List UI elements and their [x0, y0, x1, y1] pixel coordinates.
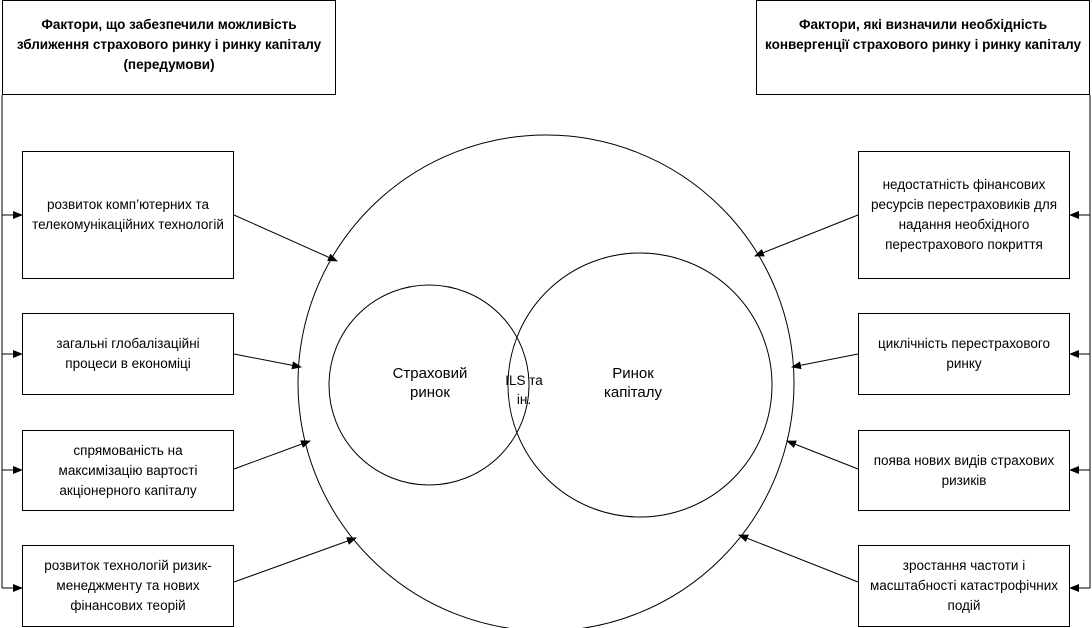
- outer-circle: [297, 134, 795, 628]
- right-factor-text-3: поява нових видів страхових ризиків: [873, 452, 1055, 488]
- right-factor-box-1: недостатність фінансових ресурсів перест…: [858, 151, 1070, 279]
- arrow-left-2: [233, 353, 302, 370]
- right-factor-text-4: зростання частоти і масштабності катастр…: [869, 558, 1059, 613]
- right-factor-text-2: циклічність перестрахового ринку: [878, 336, 1050, 371]
- left-factor-box-4: розвиток технологій ризик-менеджменту та…: [22, 545, 234, 627]
- left-factor-text-4: розвиток технологій ризик-менеджменту та…: [44, 558, 212, 613]
- capital-market-circle: [507, 252, 773, 518]
- arrow-left-4: [233, 537, 357, 583]
- right-header-box: Фактори, які визначили необхідність конв…: [756, 0, 1090, 95]
- left-header-box: Фактори, що забезпечили можливість зближ…: [2, 0, 336, 95]
- left-factor-box-2: загальні глобалізаційні процеси в економ…: [22, 313, 234, 395]
- arrow-left-3: [233, 440, 311, 470]
- arrow-left-1: [233, 214, 338, 262]
- arrow-right-4: [738, 534, 859, 583]
- left-factor-text-1: розвиток комп’ютерних та телекомунікацій…: [32, 197, 224, 232]
- right-factor-box-4: зростання частоти і масштабності катастр…: [858, 545, 1070, 627]
- right-factor-box-2: циклічність перестрахового ринку: [858, 313, 1070, 395]
- right-factor-text-1: недостатність фінансових ресурсів перест…: [870, 177, 1058, 252]
- arrow-right-1: [754, 214, 859, 257]
- insurance-market-label: Страховий ринок: [392, 365, 468, 401]
- right-factor-box-3: поява нових видів страхових ризиків: [858, 430, 1070, 511]
- arrow-right-3: [786, 440, 859, 470]
- capital-market-label: Ринок капіталу: [604, 365, 662, 401]
- left-header-text: Фактори, що забезпечили можливість зближ…: [16, 17, 322, 72]
- left-factor-text-2: загальні глобалізаційні процеси в економ…: [56, 336, 200, 371]
- left-factor-text-3: спрямованість на максимізацію вартості а…: [58, 442, 198, 498]
- left-factor-box-3: спрямованість на максимізацію вартості а…: [22, 430, 234, 511]
- insurance-market-circle: [328, 284, 530, 486]
- left-factor-box-1: розвиток комп’ютерних та телекомунікацій…: [22, 151, 234, 279]
- right-header-text: Фактори, які визначили необхідність конв…: [765, 17, 1081, 52]
- overlap-label: ILS та ін.: [505, 373, 543, 407]
- arrow-right-2: [791, 353, 859, 370]
